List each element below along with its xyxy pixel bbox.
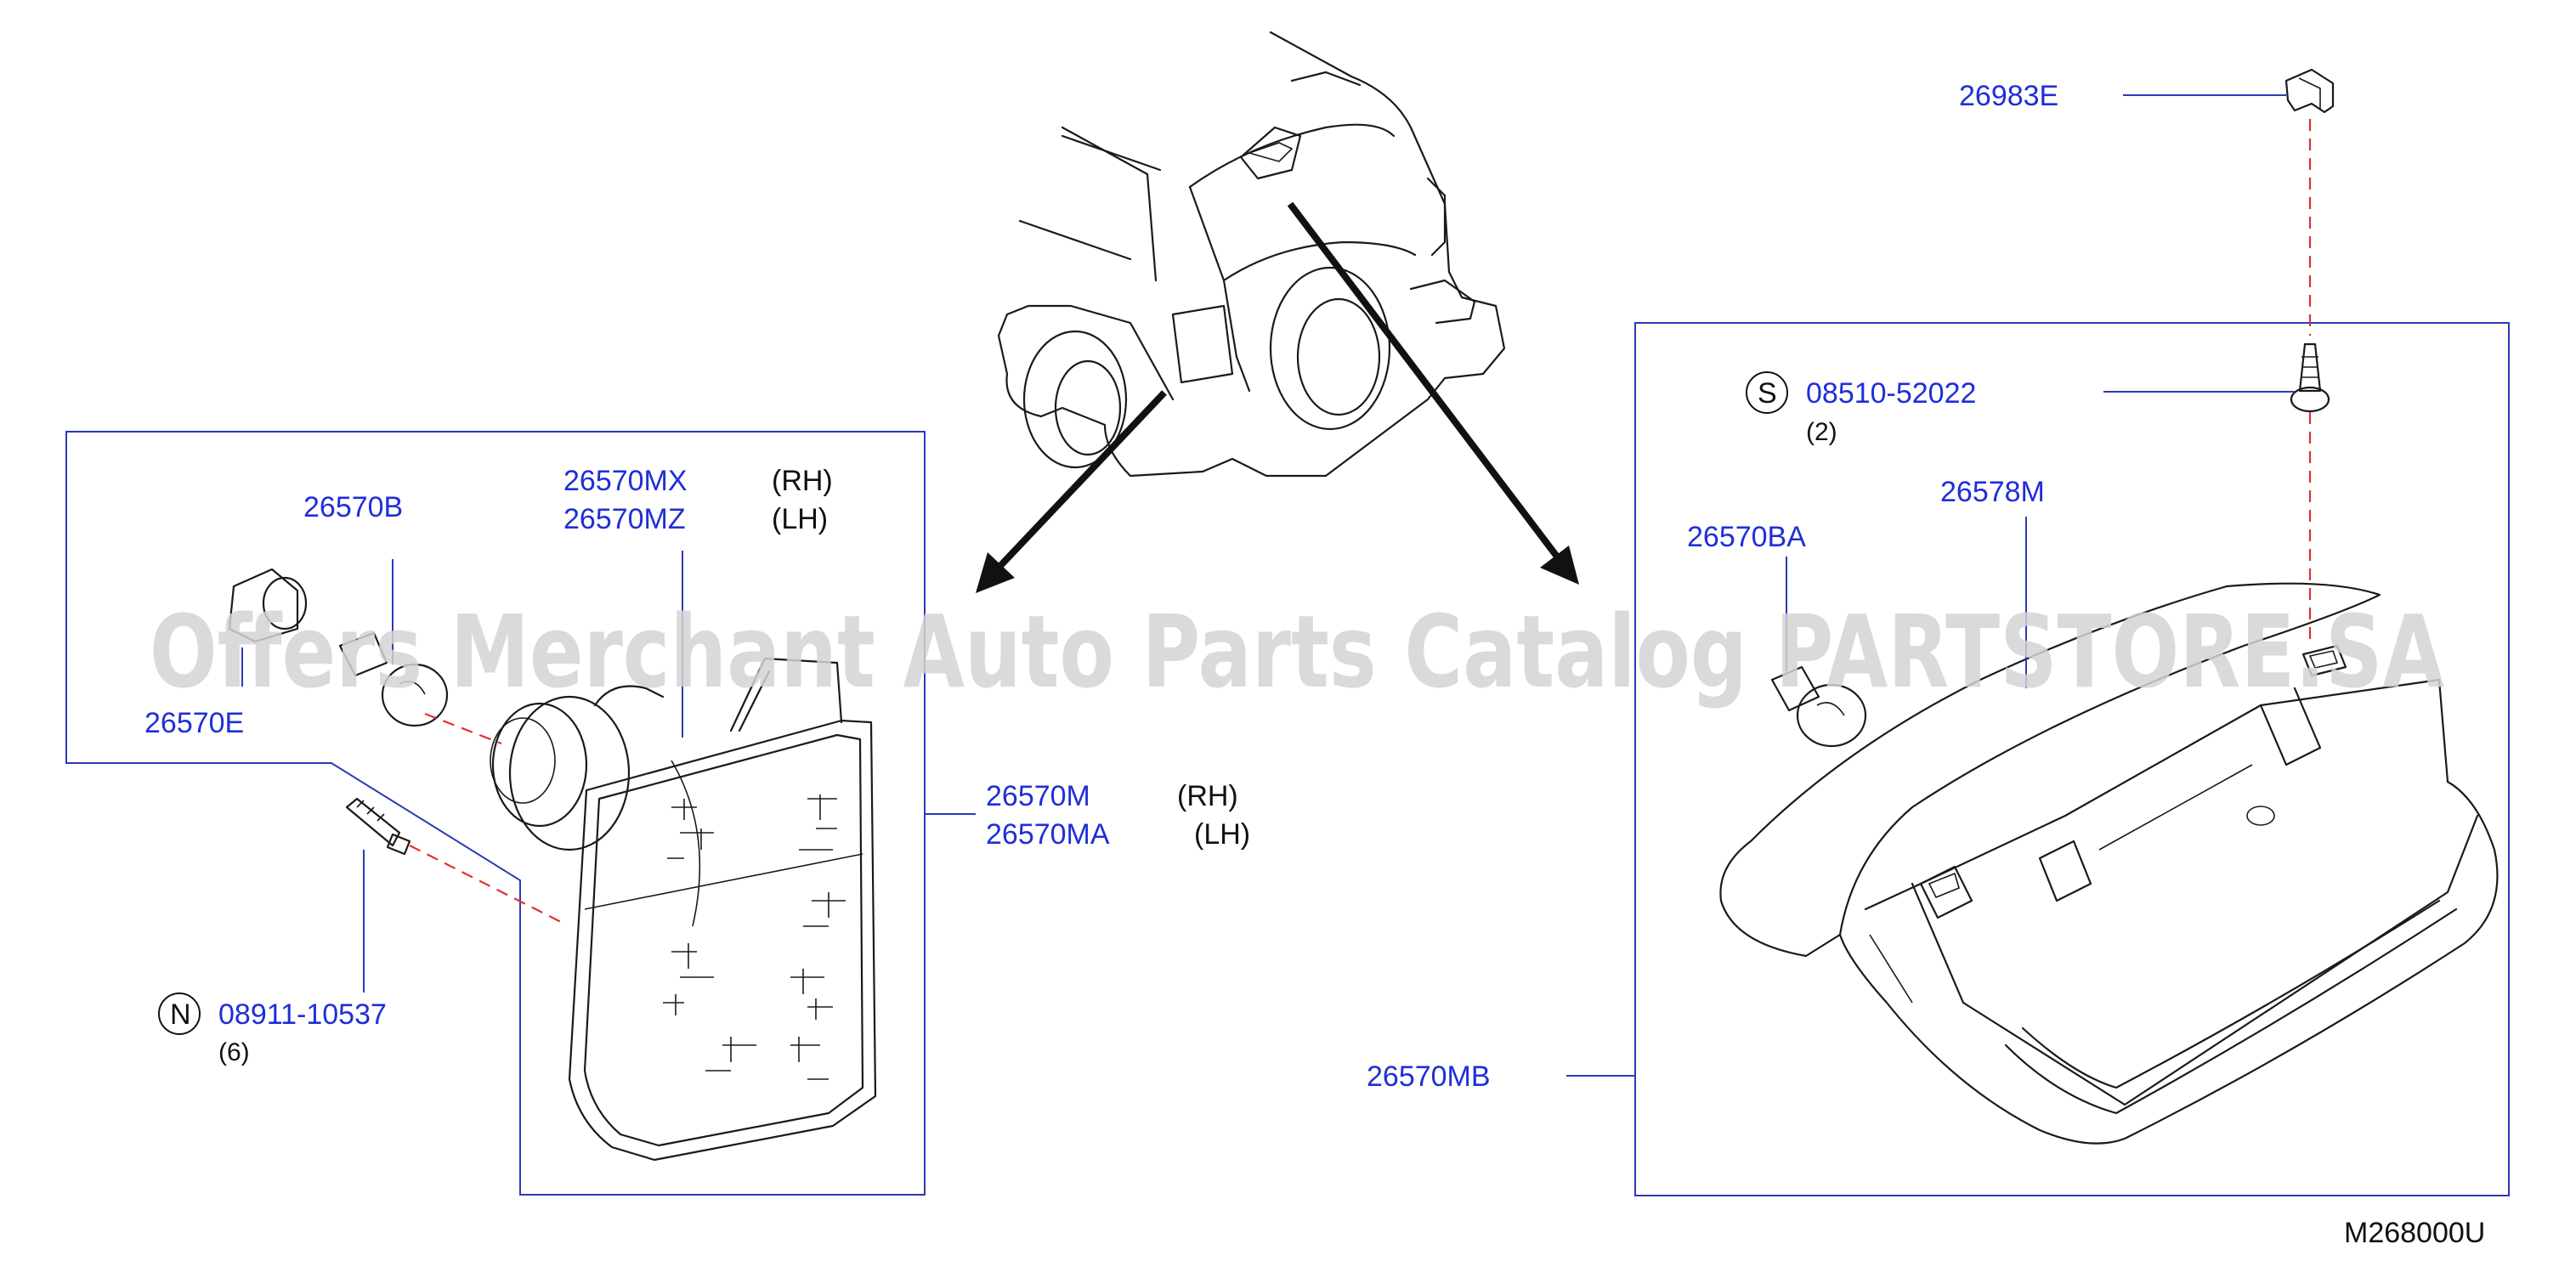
label-26570MZ: 26570MZ [563,503,686,535]
label-08510-52022: 08510-52022 [1806,377,1976,410]
diagram-code: M268000U [2344,1217,2485,1249]
label-26570MZ-side: (LH) [772,503,828,535]
label-26570MB: 26570MB [1367,1060,1491,1093]
label-26570B: 26570B [303,491,403,523]
label-26570M-side: (RH) [1177,780,1238,812]
bulb-26570BA-drawing [1770,665,1867,748]
vehicle-rear-illustration [997,31,1506,478]
label-26570MX: 26570MX [563,465,688,497]
screw-08911-drawing [345,797,411,856]
arrow-to-right-group [1287,201,1560,559]
right-lamp-group: 26983E S 08510-52022 (2) 26570BA 26578M … [1367,68,2510,1196]
label-26570MX-side: (RH) [772,465,833,497]
clip-26983E-drawing [2284,68,2335,114]
callout-arrows [976,201,1579,593]
screw-symbol-letter: S [1758,377,1777,410]
label-26570M: 26570M [986,780,1090,812]
socket-grommet-drawing [228,568,308,643]
arrow-to-left-group [996,390,1167,570]
nut-symbol-letter: N [170,998,191,1031]
high-mount-lamp-drawing [1719,582,2499,1145]
left-lamp-group: 26570B 26570E 26570MX (RH) 26570MZ (LH) … [65,431,1250,1196]
arrow-head-left [976,552,1015,593]
label-08911-10537: 08911-10537 [218,998,387,1031]
label-26570E: 26570E [144,707,244,739]
watermark-text: Offers Merchant Auto Parts Catalog PARTS… [150,593,2444,710]
right-group-frame [1634,322,2510,1196]
label-26983E: 26983E [1959,80,2058,112]
label-08510-52022-qty: (2) [1806,418,1837,446]
combination-lamp-drawing [490,657,877,1162]
bulb-26570B-drawing [338,631,449,727]
screw-symbol-circle [1746,371,1788,414]
label-26570BA: 26570BA [1687,521,1806,553]
arrow-head-right [1540,546,1579,585]
label-08911-10537-qty: (6) [218,1038,250,1066]
label-26570MA: 26570MA [986,818,1110,851]
label-26578M: 26578M [1940,476,2045,508]
nut-symbol-circle [158,992,201,1035]
left-group-frame [65,431,926,1196]
screw-08510-drawing [2290,342,2330,413]
label-26570MA-side: (LH) [1194,818,1250,851]
